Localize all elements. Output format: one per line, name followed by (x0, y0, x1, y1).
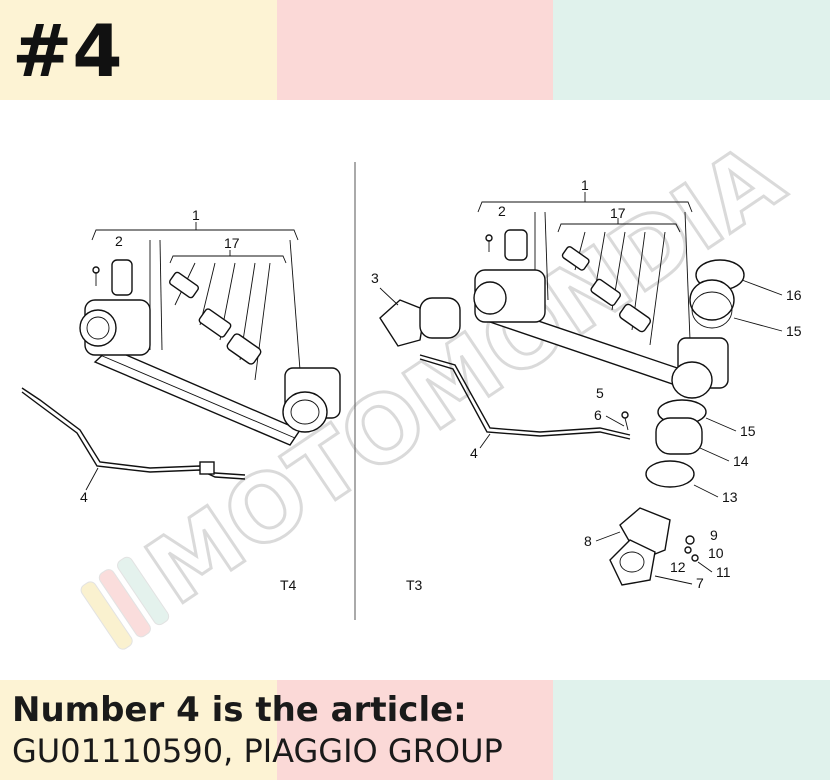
diagram-left-t4 (21, 222, 341, 480)
callout-right-8: 8 (584, 533, 592, 549)
callout-right-10: 10 (708, 545, 724, 561)
callout-right-3: 3 (371, 270, 379, 286)
callout-right-15-top: 15 (786, 323, 802, 339)
callout-right-17: 17 (610, 205, 626, 221)
caption-heading: Number 4 is the article: (12, 690, 467, 730)
caption-article-code: GU01110590, PIAGGIO GROUP (12, 732, 503, 770)
callout-right-2: 2 (498, 203, 506, 219)
callout-left-17: 17 (224, 235, 240, 251)
variant-label-t3: T3 (406, 577, 423, 593)
callout-right-14: 14 (733, 453, 749, 469)
exploded-parts-diagram: MOTOMONDIA (21, 122, 803, 650)
callout-right-5: 5 (596, 385, 604, 401)
variant-label-t4: T4 (280, 577, 297, 593)
diagram-right-t3 (379, 192, 745, 586)
callout-right-4: 4 (470, 445, 478, 461)
callout-right-6: 6 (594, 407, 602, 423)
callout-right-16: 16 (786, 287, 802, 303)
callout-right-9: 9 (710, 527, 718, 543)
callout-left-2: 2 (115, 233, 123, 249)
callout-right-12: 12 (670, 559, 686, 575)
callout-right-15-mid: 15 (740, 423, 756, 439)
callout-left-4: 4 (80, 489, 88, 505)
item-number-badge: #4 (12, 9, 123, 93)
callout-right-1: 1 (581, 177, 589, 193)
callout-right-7: 7 (696, 575, 704, 591)
callout-left-1: 1 (192, 207, 200, 223)
bottom-color-band (0, 680, 830, 780)
top-color-band (0, 0, 830, 100)
callout-right-11: 11 (716, 564, 731, 580)
callout-right-13: 13 (722, 489, 738, 505)
